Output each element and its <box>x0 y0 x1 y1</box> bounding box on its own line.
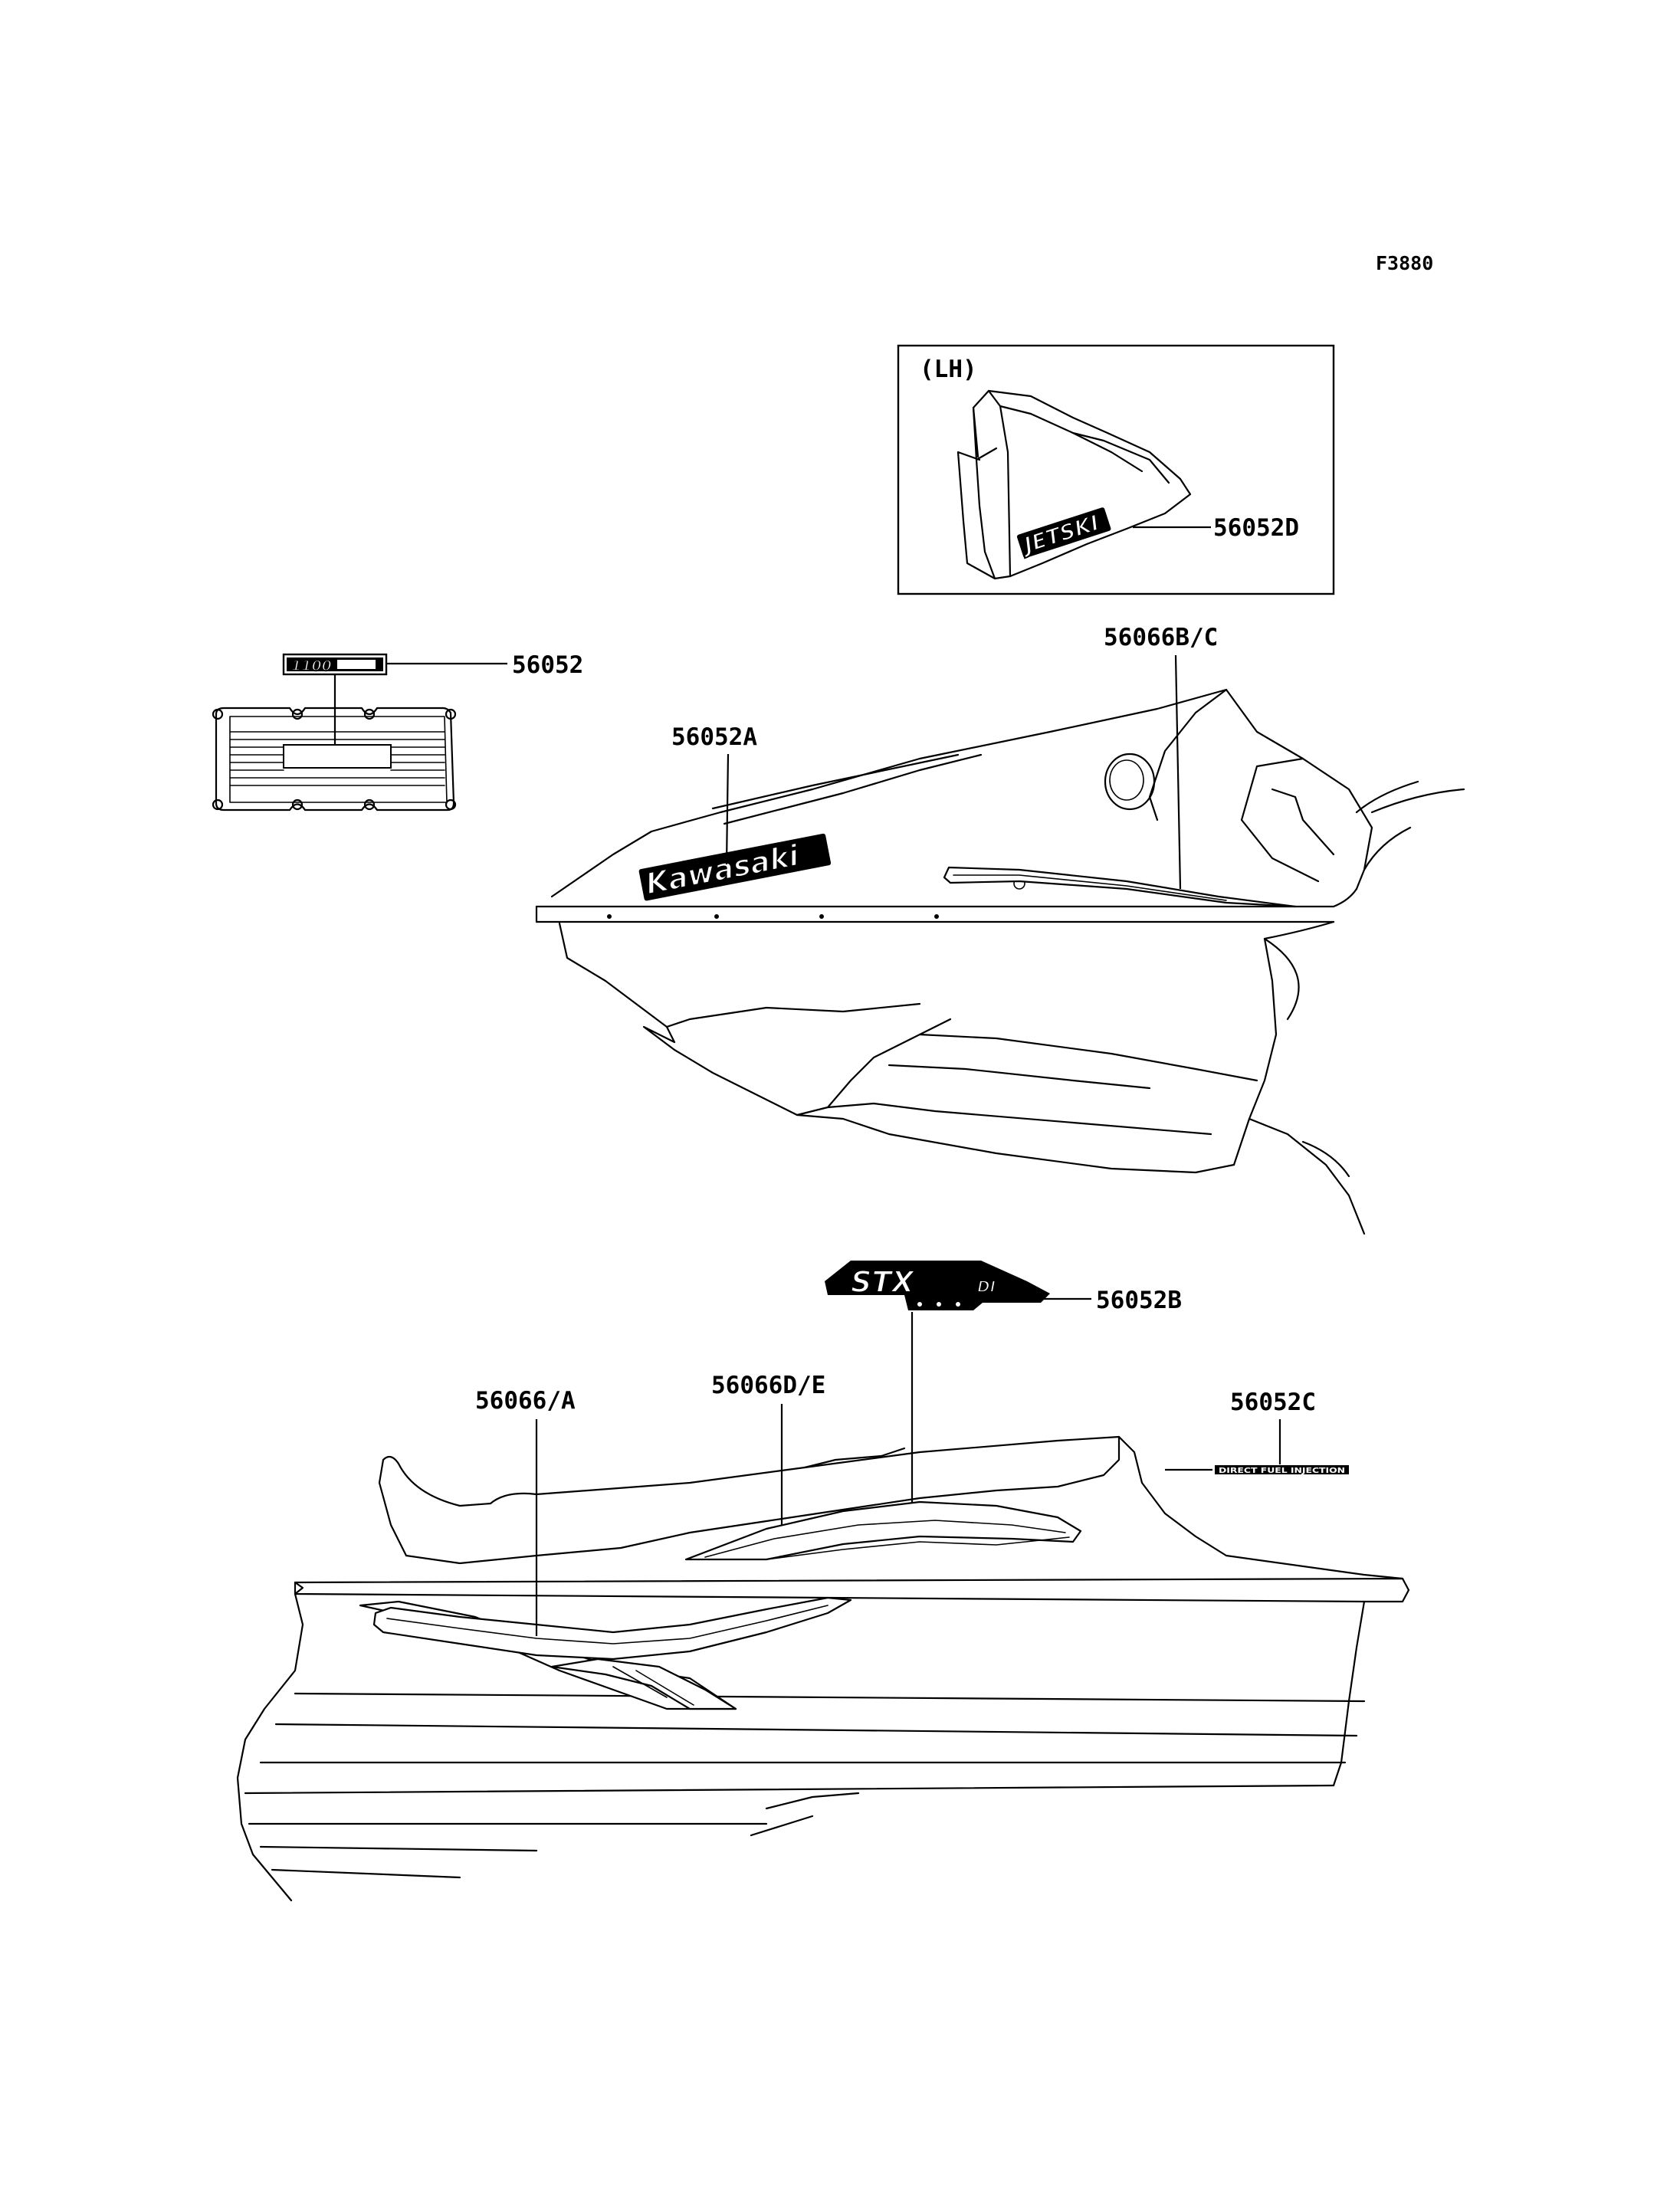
direct-injection-decal-text: DIRECT FUEL INJECTION <box>1219 1467 1345 1475</box>
leader-56052A <box>725 753 730 865</box>
stx-badge-text: STX <box>851 1265 915 1299</box>
direct-injection-decal <box>1215 1465 1349 1474</box>
leader-56066BC <box>1174 654 1182 890</box>
engine-cover-group: 1100 56052 <box>212 651 583 812</box>
callout-56052: 56052 <box>512 651 583 679</box>
hull-cap <box>1104 753 1156 811</box>
callout-56052D: 56052D <box>1213 514 1299 542</box>
lh-inset: (LH) JETSKI 56052D <box>897 344 1335 595</box>
badge-1100-text: 1100 <box>291 657 332 674</box>
stripe-56066A-sweep <box>372 1596 852 1661</box>
jetski-decal-bg <box>1016 507 1111 559</box>
callout-56066BC: 56066B/C <box>1104 624 1218 651</box>
badge-1100-tag <box>337 660 376 669</box>
stripe-56066BC <box>943 866 1297 908</box>
callout-56052C: 56052C <box>1230 1389 1316 1416</box>
callout-56052B: 56052B <box>1096 1287 1182 1314</box>
callout-56066DE: 56066D/E <box>711 1372 825 1399</box>
upper-hull-drawing: Kawasaki 56052A 56066B/C <box>535 624 1465 1235</box>
inset-label: (LH) <box>920 356 977 383</box>
stripe-56066DE <box>684 1500 1082 1561</box>
inset-frame <box>897 344 1335 595</box>
stx-badge-suffix: DI <box>977 1277 996 1296</box>
stx-badge: STX DI <box>825 1261 1050 1310</box>
jetski-decal: JETSKI <box>1017 510 1102 559</box>
callout-56066A: 56066/A <box>475 1387 576 1415</box>
callout-56052A: 56052A <box>671 723 757 751</box>
kawasaki-decal-bg <box>638 833 832 901</box>
figure-code: F3880 <box>1376 252 1433 274</box>
lh-hull-drawing: JETSKI <box>956 389 1192 580</box>
kawasaki-decal: Kawasaki <box>643 838 802 901</box>
lower-hull-drawing: STX DI 56052B DIRECT FUEL INJECTION 5605… <box>236 1261 1410 1902</box>
